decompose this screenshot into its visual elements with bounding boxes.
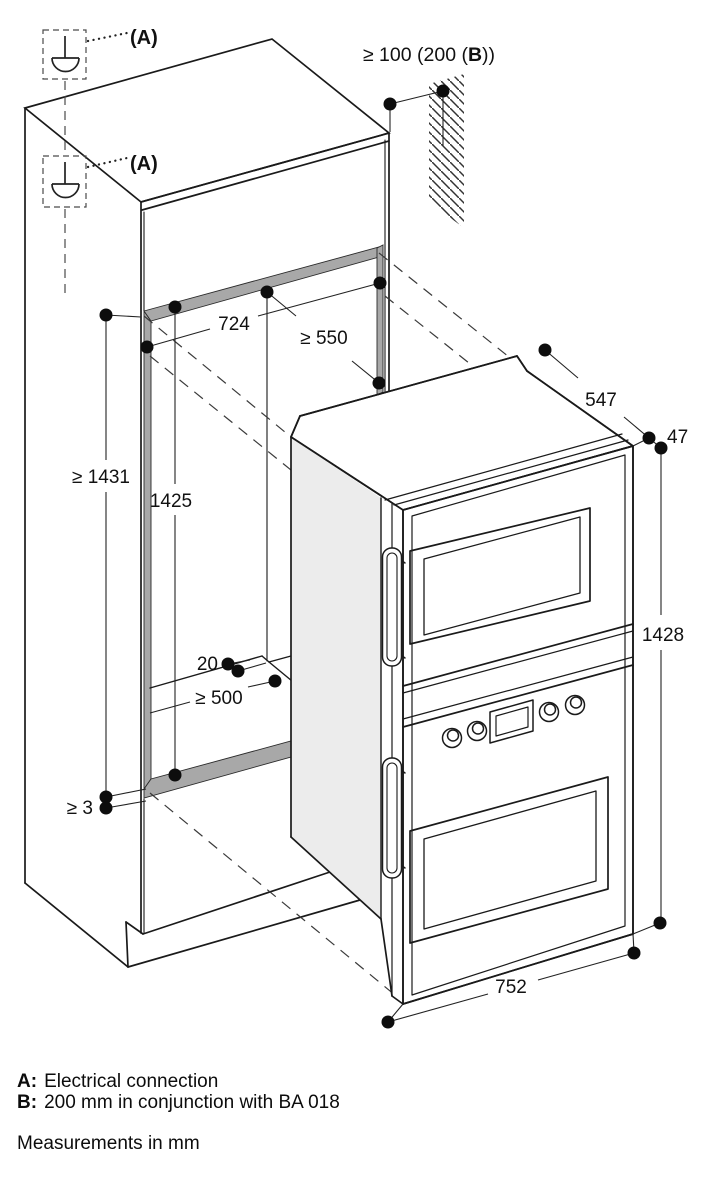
legend: A: Electrical connection B: 200 mm in conj…: [17, 1071, 340, 1154]
dim-niche-width: 724: [218, 314, 250, 335]
legend-b-prefix: B:: [17, 1092, 38, 1113]
lower-door-handle: [381, 757, 406, 879]
legend-a-text: Electrical connection: [44, 1071, 219, 1092]
projection-dashed-lines: [143, 252, 525, 1001]
dimension-dots: [99, 84, 668, 1029]
niche-highlight-bands: [143, 244, 384, 799]
niche-left-band: [143, 309, 152, 791]
dim-appliance-depth: 547: [585, 390, 617, 411]
socket-outline-top: [42, 29, 87, 80]
socket-outlet-icon: [51, 36, 80, 73]
dim-floor-depth: ≥ 500: [195, 688, 242, 709]
oven-appliance: [290, 355, 634, 1005]
legend-a-prefix: A:: [17, 1071, 38, 1092]
dimension-labels: ≥ 100 (200 (B)) 724 ≥ 550 ≥ 1431 1425 20…: [67, 44, 688, 998]
connection-label-top: (A): [130, 27, 158, 49]
oven-side-panel: [291, 437, 381, 919]
dim-opening-height: ≥ 1431: [72, 467, 130, 488]
electrical-connection-markers: (A) (A): [42, 27, 158, 293]
legend-line-b: B: 200 mm in conjunction with BA 018: [17, 1092, 340, 1113]
niche-right-band: [376, 244, 384, 396]
dim-floor-recess: 20: [197, 654, 218, 675]
control-knob: [441, 694, 586, 749]
leader-dotted-front: [86, 156, 129, 169]
control-panel: [402, 623, 634, 749]
leader-dotted-top: [86, 31, 129, 43]
dim-frame-protrusion: 47: [667, 427, 688, 448]
connection-label-front: (A): [130, 153, 158, 175]
upper-oven-window: [409, 507, 591, 645]
wall-hatch: [429, 74, 464, 228]
socket-outline-front: [42, 155, 87, 208]
dim-appliance-height: 1428: [642, 625, 684, 646]
niche-bottom-band: [143, 740, 292, 799]
display-panel: [489, 699, 534, 744]
dim-bottom-gap: ≥ 3: [67, 798, 93, 819]
measurements-note: Measurements in mm: [17, 1133, 200, 1154]
dim-appliance-width: 752: [495, 977, 527, 998]
socket-outlet-icon: [51, 162, 80, 199]
legend-line-a: A: Electrical connection: [17, 1071, 340, 1092]
niche-floor-detail: [149, 291, 293, 689]
dim-top-clearance: ≥ 100 (200 (B)): [363, 44, 495, 66]
legend-b-text: 200 mm in conjunction with BA 018: [44, 1092, 340, 1113]
lower-oven-window: [409, 776, 609, 944]
dim-niche-height: 1425: [150, 491, 192, 512]
dim-niche-depth: ≥ 550: [300, 328, 347, 349]
upper-door-handle: [381, 547, 406, 667]
